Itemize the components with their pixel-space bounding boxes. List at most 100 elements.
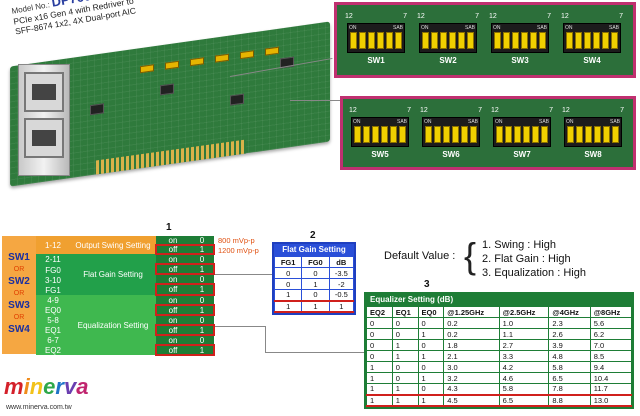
sw-label-2: SW2: [8, 276, 30, 287]
state-on: on: [156, 236, 190, 245]
value-cell: 0: [190, 295, 214, 305]
sw4-label: SW4: [583, 56, 601, 65]
swing-note-on: 800 mVp-p: [218, 236, 255, 245]
pins-2-11: 2-11: [36, 254, 70, 265]
flat-gain-title: Flat Gain Setting: [274, 244, 354, 256]
leader-eq-2: [265, 326, 266, 352]
pins-eq1: EQ1: [36, 325, 70, 335]
state-on: on: [156, 254, 190, 264]
default-highlight-eq2: [155, 344, 215, 356]
state-off: off: [156, 345, 190, 355]
eq-header: @1.25GHz: [443, 306, 500, 318]
sff-port-2: [24, 118, 64, 158]
product-title: Model No.: DP7604 PCIe x16 Gen 4 with Re…: [10, 0, 213, 36]
sw-label-3: SW3: [8, 300, 30, 311]
sw-label-1: SW1: [8, 252, 30, 263]
section-number-2: 2: [310, 230, 316, 241]
group-output-swing: Output Swing Setting: [70, 236, 156, 254]
sw1-label: SW1: [367, 56, 385, 65]
default-value-label: Default Value :: [384, 250, 456, 262]
pins-1-12: 1-12: [36, 236, 70, 254]
pins-3-10: 3-10: [36, 275, 70, 285]
value-cell: 1: [190, 305, 214, 315]
state-off: off: [156, 325, 190, 335]
value-cell: 0: [190, 274, 214, 284]
or-label-2: OR: [13, 290, 25, 297]
eq-header: @8GHz: [589, 306, 633, 318]
eq-header: @2.5GHz: [498, 306, 550, 318]
pins-eq2: EQ2: [36, 345, 70, 355]
default-highlight-swing: [155, 244, 215, 255]
state-off: off: [156, 284, 190, 295]
eq-header: EQ1: [391, 306, 419, 318]
pins-4-9: 4-9: [36, 295, 70, 305]
state-off: off: [156, 264, 190, 274]
default-highlight-eq0: [155, 304, 215, 316]
default-item-swing: 1. Swing : High: [482, 239, 556, 251]
default-item-equalization: 3. Equalization : High: [482, 267, 586, 279]
value-cell: 0: [190, 315, 214, 325]
sw7-label: SW7: [513, 150, 531, 159]
swing-note-off: 1200 mVp-p: [218, 246, 259, 255]
pins-fg0: FG0: [36, 265, 70, 275]
default-item-flat-gain: 2. Flat Gain : High: [482, 253, 571, 265]
sw5-label: SW5: [371, 150, 389, 159]
sw6-label: SW6: [442, 150, 460, 159]
leader-eq-3: [265, 352, 364, 353]
section-number-1: 1: [166, 222, 172, 233]
fg-header: FG0: [301, 256, 330, 268]
state-on: on: [156, 335, 190, 345]
default-highlight-fg1: [155, 283, 215, 296]
sw8-label: SW8: [584, 150, 602, 159]
minerva-logo: minerva: [4, 374, 89, 399]
sff-port-1: [24, 72, 64, 112]
pins-6-7: 6-7: [36, 335, 70, 345]
value-cell: 0: [190, 254, 214, 264]
value-cell: 0: [190, 335, 214, 345]
default-highlight-fg0: [155, 263, 215, 275]
value-cell: 1: [190, 345, 214, 355]
pins-5-8: 5-8: [36, 315, 70, 325]
value-cell: 1: [190, 245, 214, 254]
state-on: on: [156, 295, 190, 305]
equalizer-title: Equalizer Setting (dB): [366, 294, 632, 306]
section-number-3: 3: [424, 279, 430, 290]
value-cell: 1: [190, 264, 214, 274]
group-equalization: Equalization Setting: [70, 295, 156, 355]
fg-header: FG1: [273, 256, 303, 268]
state-on: on: [156, 274, 190, 284]
eq-header: EQ0: [417, 306, 445, 318]
value-cell: 0: [190, 236, 214, 245]
or-label-1: OR: [13, 266, 25, 273]
leader-flat-gain: [215, 274, 273, 275]
value-cell: 1: [190, 325, 214, 335]
sw3-label: SW3: [511, 56, 529, 65]
pins-fg1: FG1: [36, 285, 70, 295]
leader-eq-1: [215, 326, 265, 327]
sw-label-4: SW4: [8, 324, 30, 335]
state-on: on: [156, 315, 190, 325]
sw2-label: SW2: [439, 56, 457, 65]
group-flat-gain: Flat Gain Setting: [70, 254, 156, 295]
fg-header: dB: [328, 256, 355, 268]
callout-line-bottom: [290, 100, 340, 101]
